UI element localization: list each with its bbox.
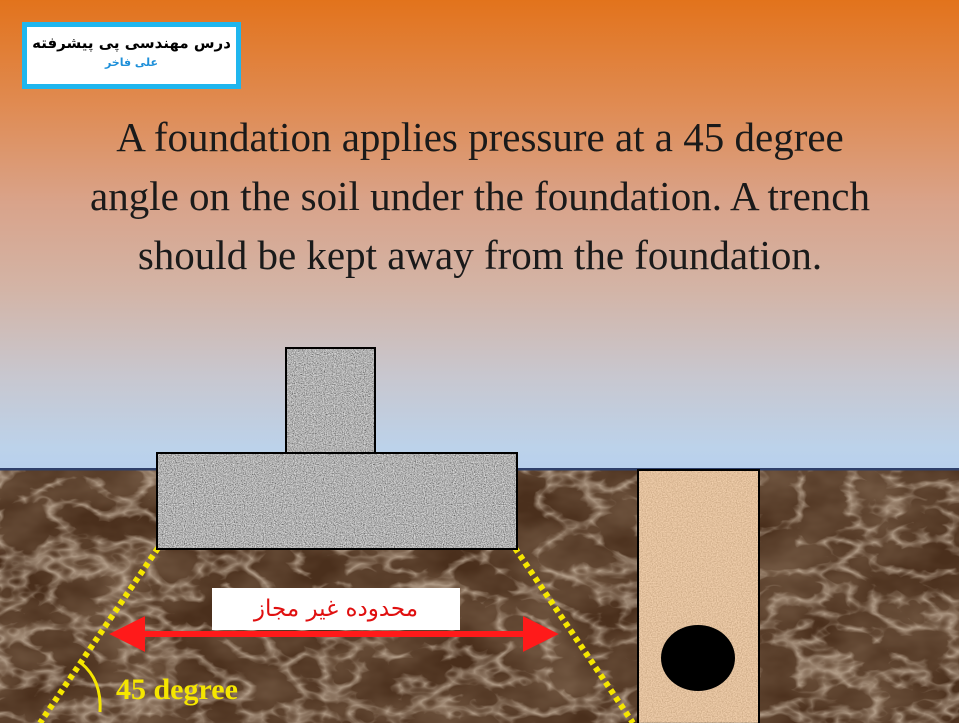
pipe — [661, 625, 735, 691]
restricted-zone-label: محدوده غیر مجاز — [212, 588, 460, 630]
course-title: درس مهندسی پی پیشرفته — [32, 34, 231, 52]
pressure-line-left — [37, 546, 161, 723]
footing — [156, 452, 518, 550]
slide-heading: A foundation applies pressure at a 45 de… — [20, 108, 940, 285]
angle-label: 45 degree — [116, 673, 238, 706]
trench — [637, 469, 760, 723]
heading-line: should be kept away from the foundation. — [137, 232, 823, 278]
course-badge: درس مهندسی پی پیشرفته علی فاخر — [22, 22, 241, 89]
heading-line: angle on the soil under the foundation. … — [90, 173, 870, 219]
column — [285, 347, 376, 455]
pressure-line-right — [512, 546, 636, 723]
heading-line: A foundation applies pressure at a 45 de… — [116, 114, 844, 160]
author-name: علی فاخر — [104, 56, 159, 69]
angle-arc — [80, 661, 102, 713]
